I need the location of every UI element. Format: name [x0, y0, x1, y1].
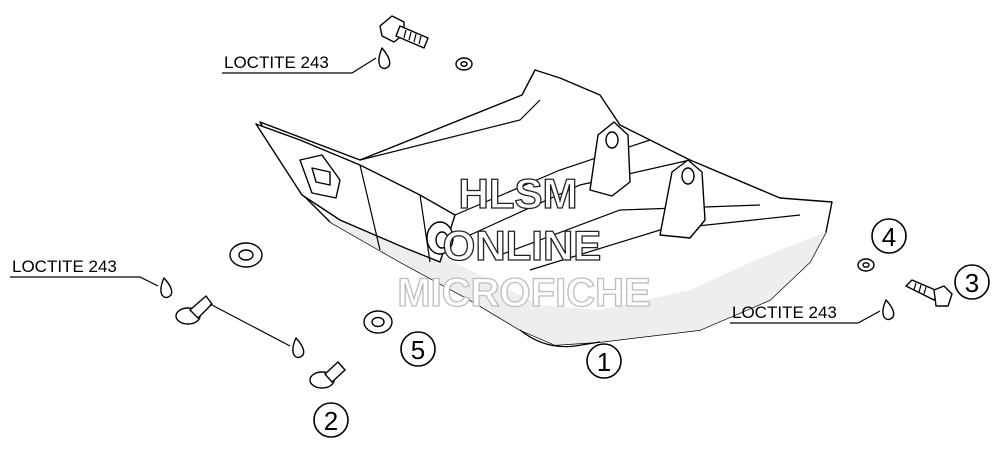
watermark-line-3: MICROFICHE — [397, 271, 650, 315]
screw-left-1 — [175, 295, 213, 325]
callout-1: 1 — [586, 343, 622, 379]
svg-text:5: 5 — [411, 335, 425, 365]
washer-part-5 — [363, 310, 393, 334]
svg-text:3: 3 — [965, 268, 979, 298]
skid-plate-part — [255, 69, 833, 348]
bolt-top — [379, 15, 429, 49]
assembly-line-left — [209, 303, 291, 347]
callout-2: 2 — [313, 402, 349, 438]
loctite-label-top: LOCTITE 243 — [224, 53, 329, 72]
leader-left — [10, 276, 159, 287]
watermark-line-2: ONLINE — [443, 222, 602, 269]
leader-right — [730, 310, 881, 324]
washer-left — [229, 242, 263, 268]
leader-top — [222, 57, 377, 74]
washer-top — [455, 57, 473, 71]
loctite-drop-left — [160, 277, 173, 299]
watermark-line-1: HLSM — [459, 170, 578, 217]
loctite-drop-mid — [292, 337, 305, 359]
loctite-label-left: LOCTITE 243 — [12, 257, 117, 276]
loctite-drop-right — [882, 299, 895, 321]
svg-text:4: 4 — [882, 222, 896, 252]
screw-left-2 — [309, 361, 346, 389]
washer-part-4 — [857, 258, 875, 272]
callout-4: 4 — [871, 218, 907, 254]
loctite-drop-top — [378, 47, 391, 70]
svg-text:2: 2 — [324, 406, 338, 436]
callout-5: 5 — [400, 331, 436, 367]
callout-3: 3 — [954, 264, 990, 300]
bolt-part-3 — [905, 279, 953, 307]
loctite-label-right: LOCTITE 243 — [732, 303, 837, 322]
svg-text:1: 1 — [597, 347, 611, 377]
